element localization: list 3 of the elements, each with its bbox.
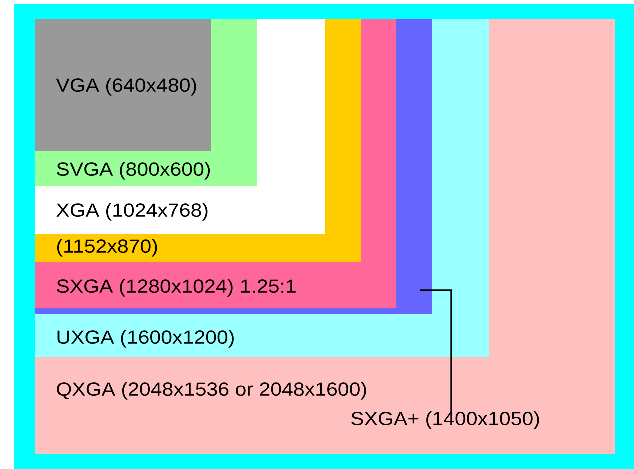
resolution-box: VGA (640x480) <box>35 19 212 152</box>
resolution-label: SXGA+ (1400x1050) <box>352 412 540 430</box>
leader-line <box>420 290 452 412</box>
